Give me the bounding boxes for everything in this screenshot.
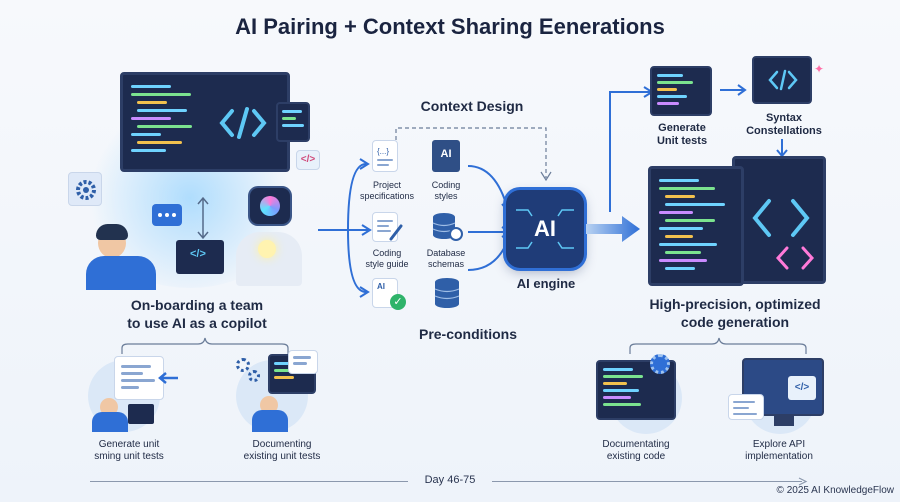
context-design-heading: Context Design [420,98,524,114]
gen-tests-line2: Unit tests [656,135,708,148]
unit-test-window [650,66,712,116]
sub-right2-line2: implementation [745,451,813,462]
sub-left2-line1: Documenting [252,439,312,450]
sparkle-icon: ✦ [814,62,825,76]
arrow-left-icon [158,372,178,384]
timeline-arrowhead [798,477,808,486]
syntax-line1: Syntax [765,112,803,124]
main-flow-arrow [586,216,640,242]
laptop: </> [176,240,224,274]
preconditions-heading: Pre-conditions [418,326,517,342]
style-guide-icon [372,212,398,242]
item1-line2: specifications [359,190,415,201]
documenting-code-illustration [586,350,696,434]
sub-right1-line1: Documentating [602,439,670,450]
explore-api-illustration: </> [722,354,832,434]
sub-left1-line1: Generate unit [98,439,160,450]
copyright: © 2025 AI KnowledgeFlow [776,485,894,496]
code-monitor [120,72,290,172]
gear-icon [248,370,260,382]
item4-line2: schemas [427,258,464,269]
ai-robot [232,186,312,286]
left-group-bracket [121,337,289,354]
side-code-window [276,102,310,142]
documenting-tests-illustration [226,350,326,432]
sub-right1-line2: existing code [606,451,666,462]
syntax-line2: Constellations [746,125,822,138]
gen-tests-line1: Generate [658,122,706,134]
ai-engine-chip-text: AI [534,216,556,241]
ai-book-text: AI [440,148,452,160]
onboarding-caption-line1: On-boarding a team [130,297,264,313]
gear-icon [650,354,670,374]
arrow-right-small [720,84,747,96]
timeline-line-right [492,481,802,482]
right-caption-line2: code generation [680,313,790,330]
timeline-line-left [90,481,408,482]
gear-icon [236,358,250,372]
database-icon [432,213,463,241]
ai-engine-chip: AI [506,190,584,268]
ai-doc-text: AI [377,282,385,291]
item4-line1: Database [426,248,466,258]
exchange-arrows-icon [197,196,209,240]
sub-left1-line2: sming unit tests [94,451,164,462]
item3-line2: style guide [365,258,409,269]
code-screen-back [732,156,826,284]
syntax-window [752,56,812,104]
arrow-down-small [776,139,788,158]
branch-arrows-left [318,158,372,298]
sub-right2-line1: Explore API [752,439,806,450]
project-specs-icon: {...} [372,140,398,172]
timeline-label: Day 46-75 [424,474,476,486]
developer-person [86,224,182,290]
coding-styles-icon: AI [432,140,460,172]
pencil-icon [389,224,403,241]
sub-left2-line2: existing unit tests [243,451,321,462]
code-tag-icon: </> [296,150,320,170]
onboarding-caption-line2: to use AI as a copilot [127,314,267,331]
check-icon: ✓ [390,294,406,310]
code-screen-front [648,166,744,286]
generate-unit-tests-illustration [84,352,180,432]
onboarding-illustration: </> </> [60,68,320,290]
item2-line1: Coding [431,180,461,190]
item3-line1: Coding [372,248,402,258]
doc-brace-text: {...} [377,147,390,156]
ai-engine-label: AI engine [516,276,576,291]
code-brackets-icon [219,107,267,139]
page-title: AI Pairing + Context Sharing Eenerations [235,14,665,39]
gear-icon [68,172,102,206]
item1-line1: Project [372,180,401,190]
item2-line2: styles [434,190,458,201]
context-dashed-arrow [395,127,552,182]
right-group-bracket [629,337,807,354]
right-caption-line1: High-precision, optimized [649,296,821,312]
database-stack-icon [434,278,460,308]
chat-bubble-icon [152,204,182,226]
